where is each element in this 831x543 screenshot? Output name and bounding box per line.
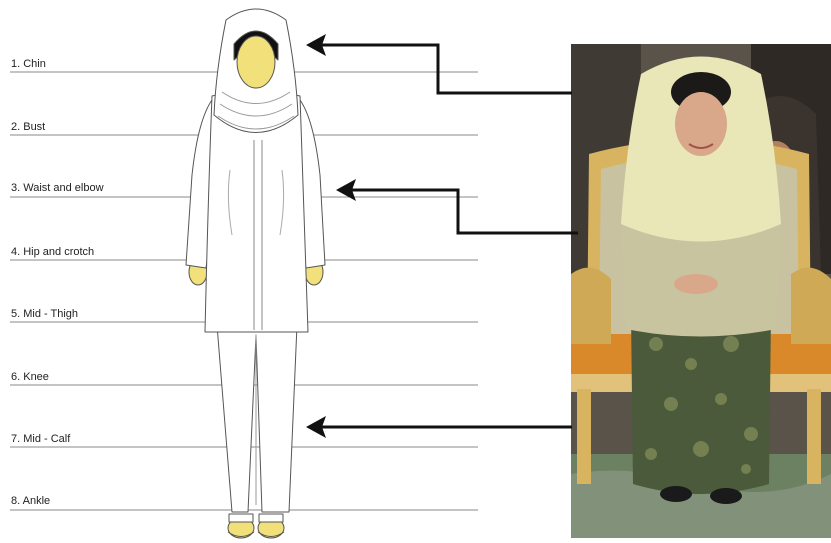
arrow-waist: [350, 190, 578, 233]
arrow-chin: [320, 45, 572, 93]
